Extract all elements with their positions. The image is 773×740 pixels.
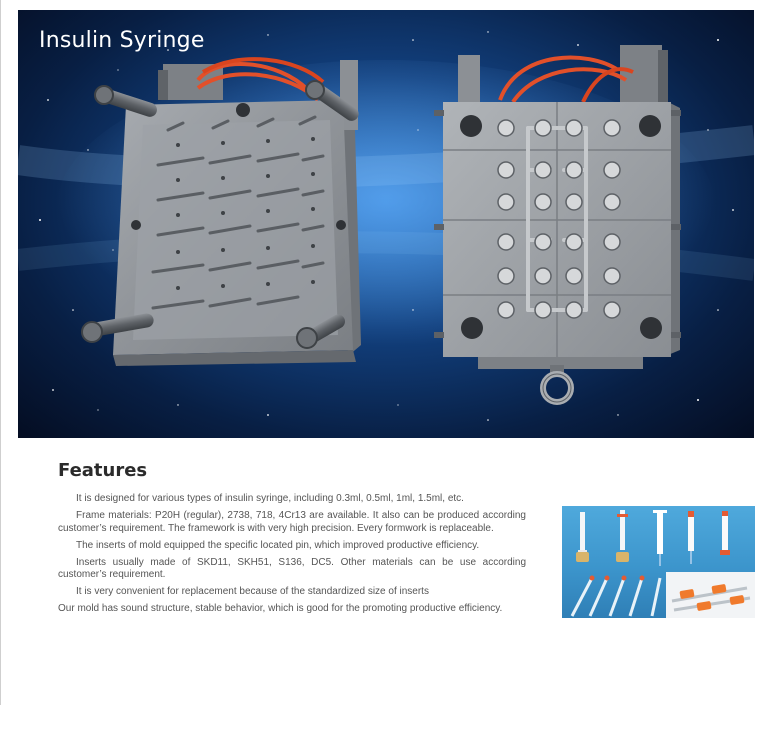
mold-right-half xyxy=(434,45,681,405)
syringe-row-bottom xyxy=(570,575,662,617)
mold-left-half xyxy=(81,57,361,366)
mold-illustration xyxy=(18,31,754,421)
page-left-border xyxy=(0,0,1,705)
banner-title: Insulin Syringe xyxy=(39,28,205,53)
features-heading: Features xyxy=(58,460,148,481)
feature-paragraph-types: It is designed for various types of insu… xyxy=(76,493,464,504)
features-text-block: It is designed for various types of insu… xyxy=(58,493,526,620)
feature-paragraph-inserts: Inserts usually made of SKD11, SKH51, S1… xyxy=(58,556,526,581)
starfield xyxy=(39,31,734,421)
mold-cavities xyxy=(497,119,621,319)
syringe-row-top xyxy=(576,510,730,566)
syringe-illustration xyxy=(570,510,755,618)
feature-paragraph-replacement: It is very convenient for replacement be… xyxy=(76,586,429,597)
guide-pins-left xyxy=(81,80,359,349)
feature-paragraph-structure: Our mold has sound structure, stable beh… xyxy=(58,603,503,614)
syringe-row-white-panel xyxy=(671,584,751,612)
feature-paragraph-pin: The inserts of mold equipped the specifi… xyxy=(76,539,480,551)
syringe-product-photo xyxy=(562,506,755,618)
mold-banner-photo: Insulin Syringe xyxy=(18,10,754,438)
feature-paragraph-frame: Frame materials: P20H (regular), 2738, 7… xyxy=(58,510,526,534)
